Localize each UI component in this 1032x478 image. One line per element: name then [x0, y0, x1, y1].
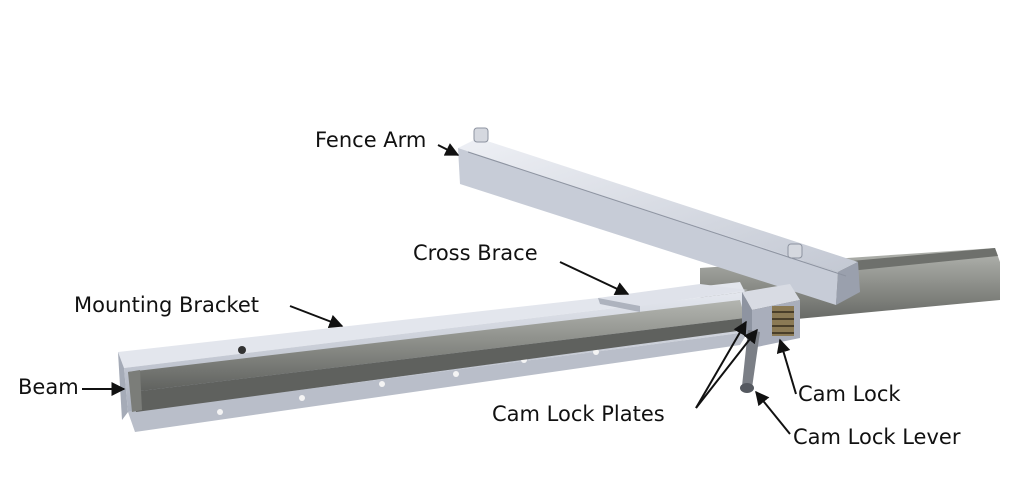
bracket-hole: [593, 349, 599, 355]
bracket-hole: [238, 346, 246, 354]
label-cam-lock: Cam Lock: [798, 382, 901, 406]
label-fence-arm: Fence Arm: [315, 128, 427, 152]
arrow-cam-lock-plates-2: [695, 328, 758, 409]
label-beam: Beam: [18, 375, 79, 399]
fence-arm: [458, 127, 860, 305]
cross-brace: [598, 284, 748, 312]
fence-arm-end-knob: [473, 127, 489, 143]
arrow-mounting-bracket: [289, 305, 344, 329]
bracket-hole: [379, 381, 385, 387]
arrow-cam-lock-plates-1: [695, 320, 747, 409]
cam-lock: [772, 306, 794, 336]
arrow-fence-arm: [437, 143, 460, 156]
bracket-hole: [217, 409, 223, 415]
fence-arm-end-knob: [787, 243, 803, 259]
arrow-cross-brace: [559, 261, 630, 295]
label-cross-brace: Cross Brace: [413, 241, 538, 265]
beam: [128, 300, 745, 412]
label-mounting-bracket: Mounting Bracket: [74, 293, 259, 317]
label-cam-lock-lever: Cam Lock Lever: [793, 425, 961, 449]
arrow-cam-lock: [776, 338, 797, 395]
label-cam-lock-plates: Cam Lock Plates: [492, 402, 665, 426]
arrow-cam-lock-lever: [755, 390, 791, 435]
bracket-hole: [299, 395, 305, 401]
leader-lines: [82, 143, 797, 435]
bracket-hole: [453, 371, 459, 377]
